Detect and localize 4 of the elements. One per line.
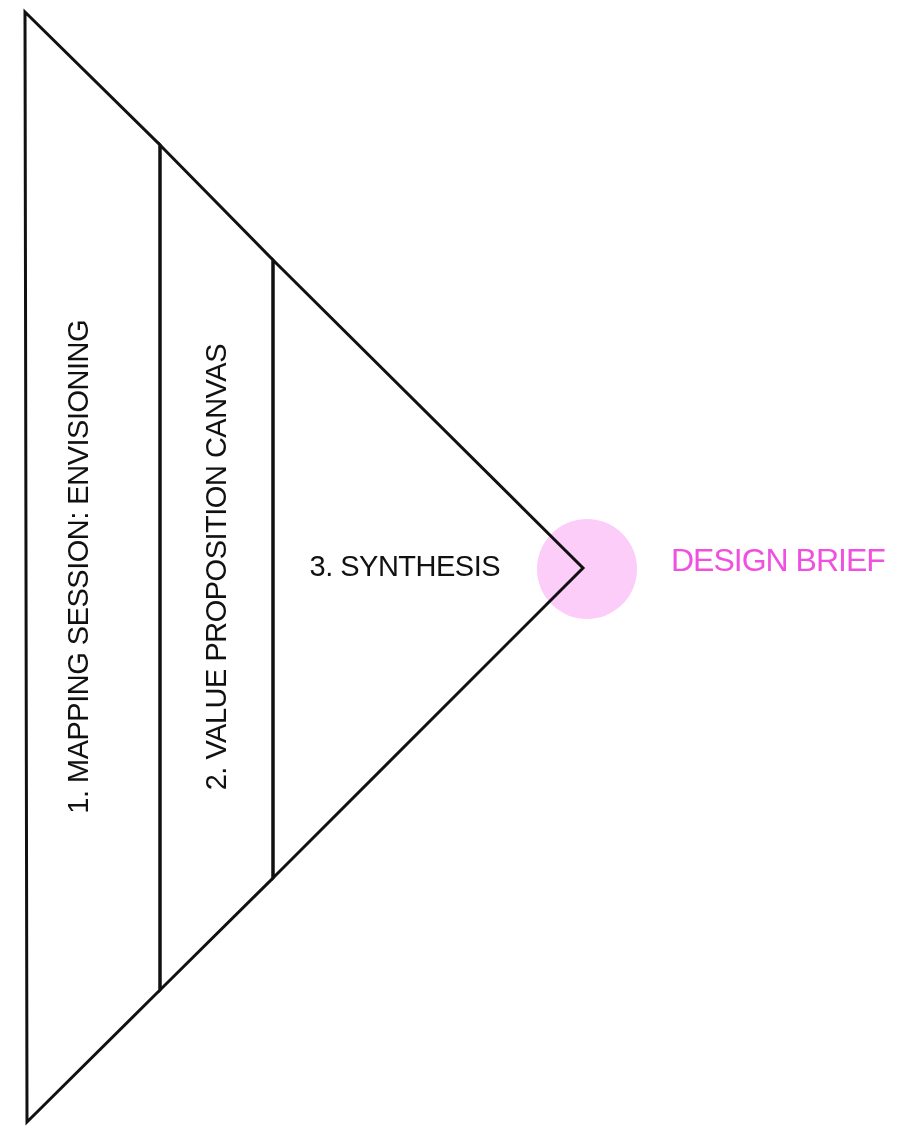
stage-label: 2. VALUE PROPOSITION CANVAS	[199, 344, 233, 791]
output-label: DESIGN BRIEF	[671, 541, 885, 579]
stage-label: 3. SYNTHESIS	[309, 549, 501, 583]
stage-label: 1. MAPPING SESSION: ENVISIONING	[61, 320, 95, 814]
